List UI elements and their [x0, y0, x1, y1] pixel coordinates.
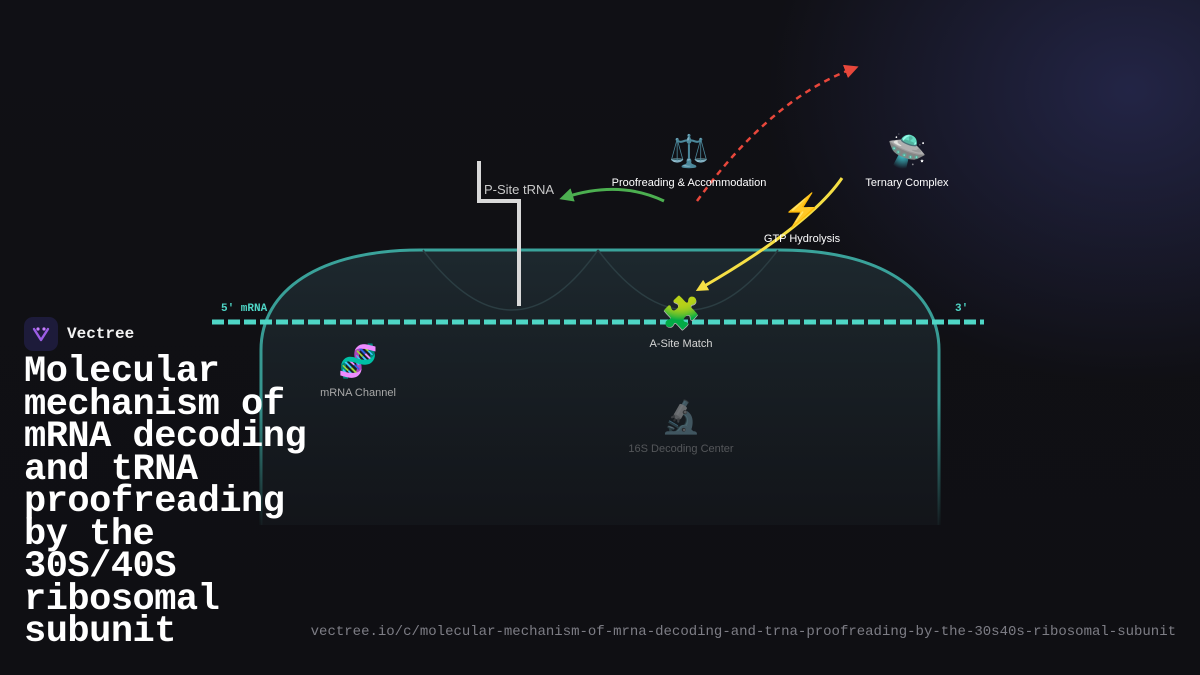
gtp-delivery-arrow: [695, 177, 844, 292]
rejection-arrow: [695, 64, 859, 202]
a-site-arc: [597, 249, 779, 311]
a-site-match-label: A-Site Match: [650, 338, 713, 350]
decoding-center-node: 🔬 16S Decoding Center: [628, 398, 734, 455]
translocation-arrow: [559, 187, 665, 203]
mrna-5-label: 5' mRNA: [221, 303, 268, 315]
lightning-icon: ⚡: [782, 192, 822, 229]
source-url: vectree.io/c/molecular-mechanism-of-mrna…: [310, 624, 1176, 640]
e-site-arc: [422, 249, 599, 311]
ternary-complex-label: Ternary Complex: [865, 177, 949, 189]
mrna-3-label: 3': [955, 303, 968, 315]
ribosome-subunit: [259, 248, 941, 525]
p-site-trna: [477, 161, 521, 306]
mrna-channel-label: mRNA Channel: [320, 387, 396, 399]
gtp-hydrolysis-label: GTP Hydrolysis: [764, 233, 841, 245]
vectree-logo-icon: [24, 317, 58, 351]
microscope-icon: 🔬: [661, 398, 701, 435]
brand-name: Vectree: [67, 325, 135, 343]
ufo-icon: 🛸: [887, 132, 927, 170]
dna-icon: 🧬: [338, 342, 378, 380]
page-title: Molecular mechanism of mRNA decoding and…: [24, 351, 307, 653]
decoding-center-label: 16S Decoding Center: [628, 443, 734, 455]
proofreading-label: Proofreading & Accommodation: [612, 177, 767, 189]
puzzle-icon: 🧩: [661, 295, 701, 331]
scales-icon: ⚖️: [669, 133, 709, 169]
brand: Vectree: [24, 317, 134, 351]
p-site-trna-label: P-Site tRNA: [484, 182, 554, 197]
